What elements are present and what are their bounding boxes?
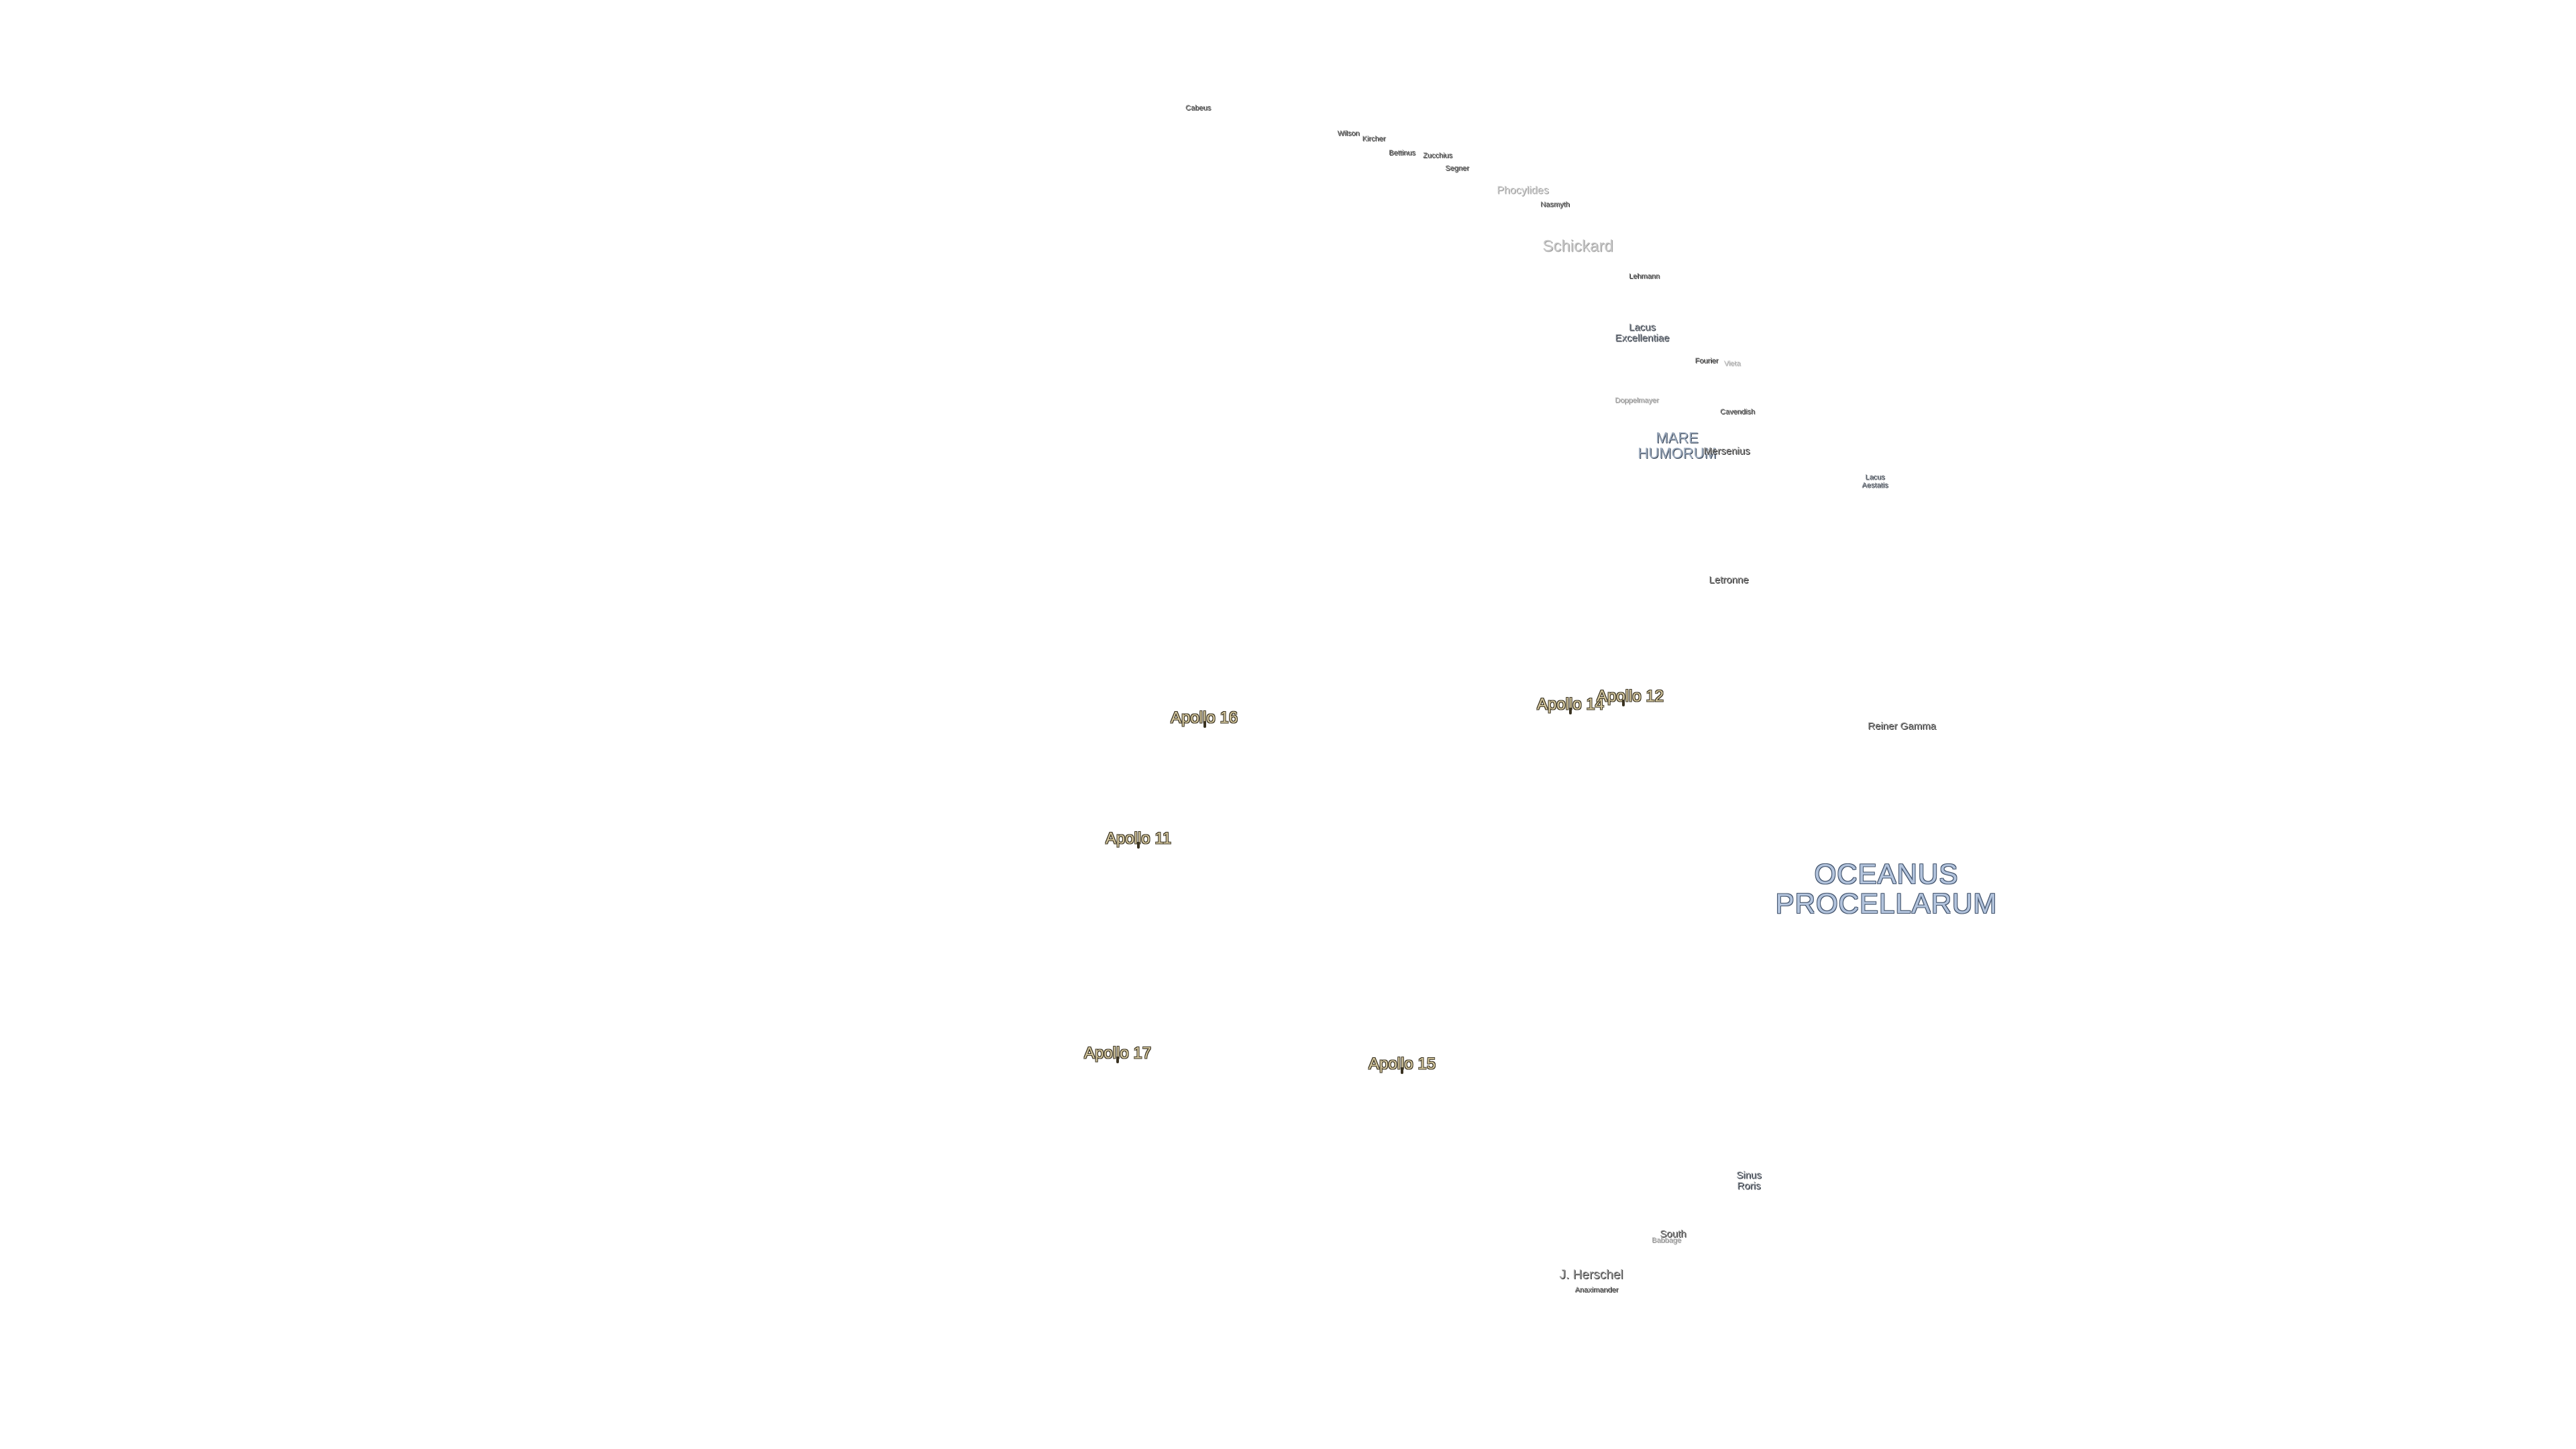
apollo-12-label[interactable]: Apollo 12	[1596, 687, 1664, 706]
crater-label-babbage: Babbage	[1651, 1236, 1682, 1245]
crater-label-mersenius: Mersenius	[1703, 445, 1750, 458]
crater-label-schickard: Schickard	[1542, 237, 1613, 256]
apollo-12-marker-icon[interactable]	[1622, 700, 1625, 706]
lacus-label-aestatis: Lacus Aestatis	[1862, 473, 1888, 489]
crater-label-vieta: Vieta	[1723, 360, 1741, 368]
crater-label-cavendish: Cavendish	[1720, 408, 1755, 417]
crater-label-cabeus: Cabeus	[1185, 104, 1211, 113]
apollo-16-marker-icon[interactable]	[1203, 721, 1206, 728]
sinus-label-roris: Sinus Roris	[1736, 1169, 1762, 1191]
crater-label-lehmann: Lehmann	[1629, 272, 1660, 281]
crater-label-phocylides: Phocylides	[1497, 184, 1549, 197]
crater-label-south: South	[1660, 1228, 1686, 1240]
crater-label-zucchius: Zucchius	[1422, 152, 1453, 160]
crater-label-anaximander: Anaximander	[1574, 1286, 1619, 1295]
apollo-17-marker-icon[interactable]	[1116, 1057, 1119, 1063]
ocean-label-procellarum: OCEANUS PROCELLARUM	[1775, 857, 1998, 919]
apollo-15-marker-icon[interactable]	[1401, 1067, 1403, 1074]
mare-label-humorum: MARE HUMORUM	[1638, 429, 1717, 462]
crater-label-j-herschel: J. Herschel	[1559, 1268, 1623, 1283]
crater-label-letronne: Letronne	[1709, 574, 1749, 586]
apollo-14-marker-icon[interactable]	[1569, 708, 1572, 714]
crater-label-bettinus: Bettinus	[1389, 149, 1415, 158]
crater-label-segner: Segner	[1445, 164, 1469, 173]
crater-label-kircher: Kircher	[1362, 135, 1386, 144]
apollo-11-marker-icon[interactable]	[1137, 842, 1140, 849]
crater-label-doppelmayer: Doppelmayer	[1615, 396, 1659, 405]
feature-label-reiner-gamma: Reiner Gamma	[1868, 720, 1936, 733]
crater-label-fourier: Fourier	[1695, 357, 1719, 366]
lacus-label-excellentiae: Lacus Excellentiae	[1615, 321, 1670, 343]
crater-label-wilson: Wilson	[1337, 129, 1360, 138]
crater-label-nasmyth: Nasmyth	[1540, 201, 1570, 209]
